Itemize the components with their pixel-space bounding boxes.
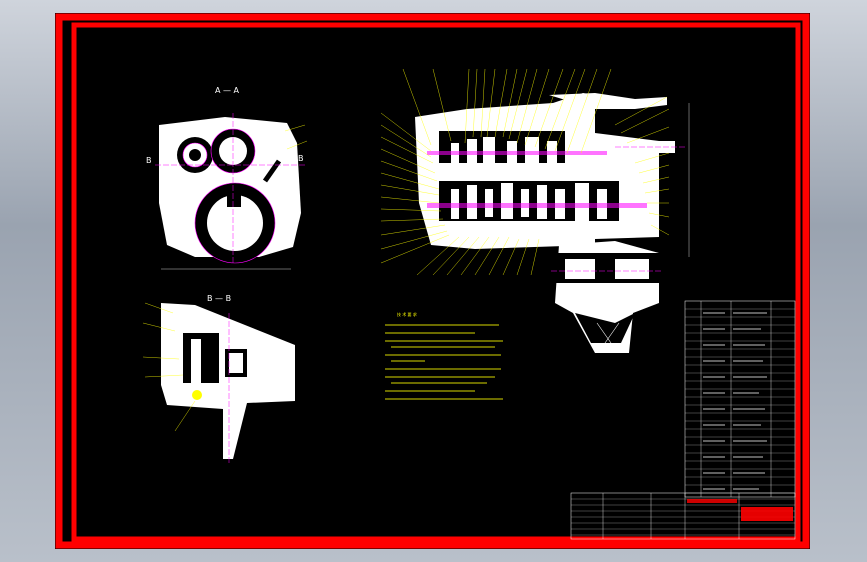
tech-req-title: 技 术 要 求 <box>397 311 417 317</box>
title-block <box>570 492 796 540</box>
section-bb-label: B — B <box>207 294 231 303</box>
view-aa <box>155 113 308 270</box>
cad-drawing: A — A B — B B B <box>55 13 810 549</box>
b-marker-right: B <box>298 154 304 163</box>
parts-list <box>684 300 796 498</box>
b-marker-left: B <box>146 156 152 165</box>
technical-requirements: 技 术 要 求 <box>385 311 503 400</box>
view-bb <box>142 302 295 463</box>
inner-frame <box>71 22 801 542</box>
section-aa-label: A — A <box>215 86 240 95</box>
drawing-sheet: A — A B — B B B <box>55 13 810 549</box>
parts-list-rows <box>685 308 795 494</box>
outer-frame <box>55 13 810 549</box>
main-section-view <box>415 93 690 353</box>
leader-lines <box>380 68 670 276</box>
